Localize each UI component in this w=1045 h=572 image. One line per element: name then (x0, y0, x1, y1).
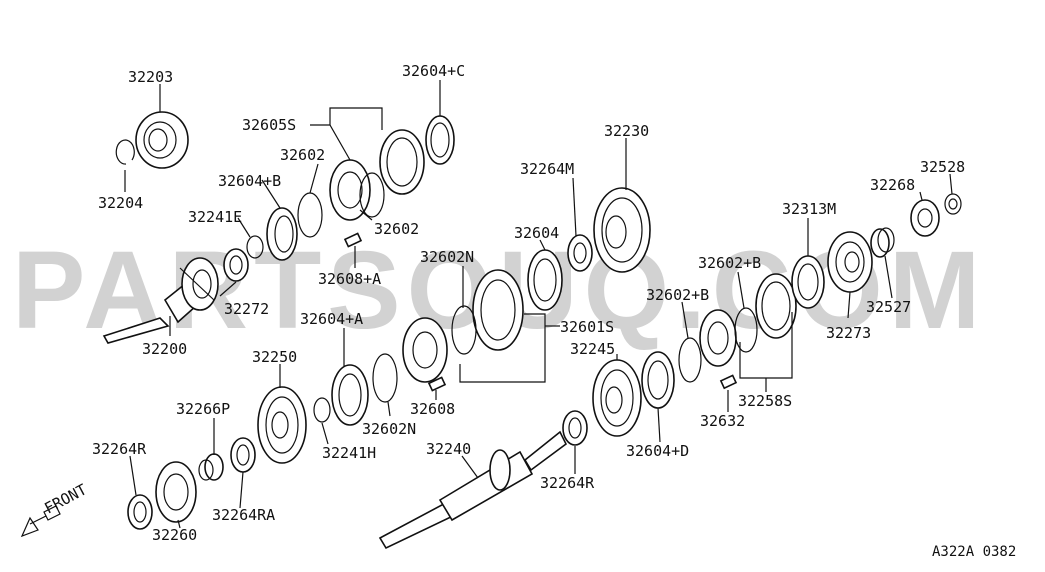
gear-32245[interactable] (592, 359, 642, 437)
label-32604-a[interactable]: 32604+A (300, 310, 363, 328)
baulk-ring-32604D[interactable] (641, 351, 675, 409)
baulk-ring-32604A[interactable] (331, 364, 369, 426)
label-32602n[interactable]: 32602N (420, 248, 474, 266)
label-32528[interactable]: 32528 (920, 158, 965, 176)
spread-spring-32602N[interactable] (451, 305, 477, 355)
label-32602-b[interactable]: 32602 (374, 220, 419, 238)
needle-bearing-32264R[interactable] (127, 494, 153, 530)
label-32264m[interactable]: 32264M (520, 160, 574, 178)
label-32264r[interactable]: 32264R (92, 440, 147, 458)
label-32268[interactable]: 32268 (870, 176, 915, 194)
label-32245[interactable]: 32245 (570, 340, 615, 358)
label-32200[interactable]: 32200 (142, 340, 187, 358)
label-32203[interactable]: 32203 (128, 68, 173, 86)
label-32602-b2[interactable]: 32602+B (698, 254, 761, 272)
spread-spring-32602N2[interactable] (372, 353, 398, 403)
coupling-hub-32601S[interactable] (402, 317, 448, 383)
spread-spring-32602B1[interactable] (678, 337, 702, 383)
bearing-32203[interactable] (135, 111, 189, 169)
label-32264ra[interactable]: 32264RA (212, 506, 275, 524)
label-32601s[interactable]: 32601S (560, 318, 614, 336)
label-32260[interactable]: 32260 (152, 526, 197, 544)
reference-code: A322A 0382 (932, 544, 1016, 560)
arrow-down-left-icon (20, 505, 61, 538)
gear-32250[interactable] (257, 386, 307, 464)
needle-bearing-32272[interactable] (223, 248, 249, 282)
label-32204[interactable]: 32204 (98, 194, 143, 212)
front-label: FRONT (41, 480, 89, 517)
label-32240[interactable]: 32240 (426, 440, 471, 458)
label-32527[interactable]: 32527 (866, 298, 911, 316)
label-32241e[interactable]: 32241E (188, 208, 242, 226)
input-shaft-32200[interactable] (102, 257, 219, 344)
bearing-32273[interactable] (827, 231, 873, 293)
label-32266p[interactable]: 32266P (176, 400, 230, 418)
front-indicator: FRONT (20, 480, 90, 538)
snap-ring-32204[interactable] (115, 139, 135, 165)
label-32604-b[interactable]: 32604+B (218, 172, 281, 190)
gear-32260[interactable] (155, 461, 197, 523)
shifting-insert-32608[interactable] (427, 376, 447, 392)
leader-lines (124, 80, 953, 529)
label-32241h[interactable]: 32241H (322, 444, 376, 462)
needle-bearing-32264M[interactable] (567, 234, 593, 272)
baulk-ring-32604C[interactable] (425, 115, 455, 165)
label-32258s[interactable]: 32258S (738, 392, 792, 410)
label-32273[interactable]: 32273 (826, 324, 871, 342)
snap-ring-32241H[interactable] (313, 397, 331, 423)
label-32602n-2[interactable]: 32602N (362, 420, 416, 438)
label-32602-a[interactable]: 32602 (280, 146, 325, 164)
label-32604-c[interactable]: 32604+C (402, 62, 465, 80)
gear-32230[interactable] (593, 187, 651, 273)
coupling-sleeve-32258S[interactable] (755, 273, 797, 339)
label-32602-b1[interactable]: 32602+B (646, 286, 709, 304)
coupling-hub-32258S[interactable] (699, 309, 737, 367)
bearing-32268[interactable] (910, 199, 940, 237)
label-32608[interactable]: 32608 (410, 400, 455, 418)
washer-32528[interactable] (944, 193, 962, 215)
label-32604-d[interactable]: 32604+D (626, 442, 689, 460)
bushing-32266P[interactable] (198, 453, 224, 481)
label-32608-a[interactable]: 32608+A (318, 270, 381, 288)
label-32632[interactable]: 32632 (700, 412, 745, 430)
label-32604[interactable]: 32604 (514, 224, 559, 242)
baulk-ring-32604B[interactable] (266, 207, 298, 261)
baulk-ring-32313M[interactable] (791, 255, 825, 309)
coupling-sleeve-32601S[interactable] (472, 269, 524, 351)
spread-spring-32602B2[interactable] (734, 307, 758, 353)
label-32272[interactable]: 32272 (224, 300, 269, 318)
part-labels: 32203 32204 32604+C 32605S 32602 32604+B… (92, 62, 965, 544)
label-32264r-2[interactable]: 32264R (540, 474, 595, 492)
needle-bearing-32264R2[interactable] (562, 410, 588, 446)
snap-ring-32241E[interactable] (246, 235, 264, 259)
coupling-sleeve-32605S[interactable] (379, 129, 425, 195)
spread-spring-32602b[interactable] (359, 172, 385, 218)
shifting-insert-32632[interactable] (719, 374, 738, 390)
label-32313m[interactable]: 32313M (782, 200, 836, 218)
label-32605s[interactable]: 32605S (242, 116, 296, 134)
label-32230[interactable]: 32230 (604, 122, 649, 140)
needle-bearing-32264RA[interactable] (230, 437, 256, 473)
bushing-32527[interactable] (870, 227, 895, 258)
shifting-insert-32608A[interactable] (343, 232, 363, 248)
baulk-ring-32604[interactable] (527, 249, 563, 311)
label-32250[interactable]: 32250 (252, 348, 297, 366)
main-shaft-32240[interactable] (378, 430, 568, 550)
